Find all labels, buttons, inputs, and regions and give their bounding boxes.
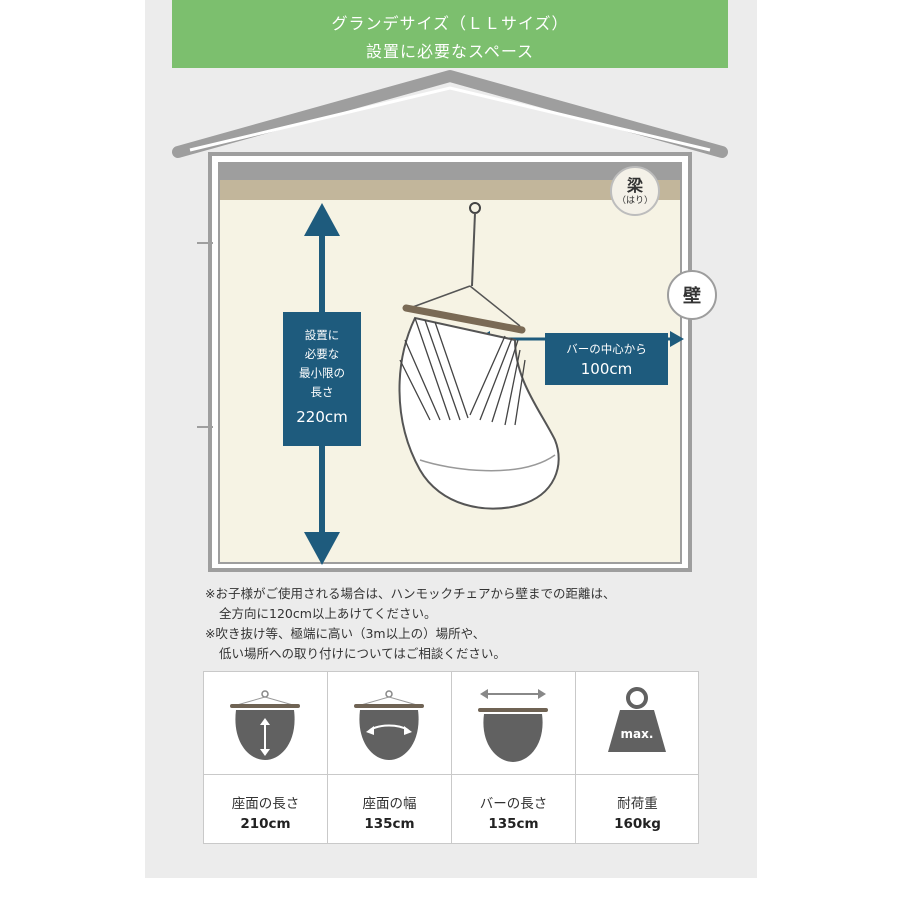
height-label-box: 設置に 必要な 最小限の 長さ 220cm xyxy=(283,312,361,446)
header-title: グランデサイズ（ＬＬサイズ） xyxy=(331,14,569,33)
spec-label: 座面の長さ xyxy=(231,796,300,812)
spec-value: 160kg xyxy=(614,816,661,832)
height-value: 220cm xyxy=(296,408,348,426)
seat-length-icon xyxy=(230,690,300,760)
spec-cell-seat-width: 座面の幅 135cm xyxy=(328,672,452,843)
weight-icon-text: max. xyxy=(621,727,654,741)
note-1-line-2: 全方向に120cm以上あけてください。 xyxy=(219,606,437,621)
spec-value: 135cm xyxy=(488,816,539,832)
spec-label: 座面の幅 xyxy=(362,796,417,812)
wall-badge: 壁 xyxy=(667,270,717,320)
spec-cell-seat-length: 座面の長さ 210cm xyxy=(204,672,328,843)
beam-badge: 梁 （はり） xyxy=(610,166,660,216)
notes: ※お子様がご使用される場合は、ハンモックチェアから壁までの距離は、 全方向に12… xyxy=(205,584,725,664)
spec-cell-bar-length: バーの長さ 135cm xyxy=(452,672,576,843)
distance-label-text: バーの中心から xyxy=(566,342,647,356)
beam-label: 梁 xyxy=(626,176,643,195)
ceiling-beam xyxy=(220,180,680,200)
header-subtitle: 設置に必要なスペース xyxy=(365,42,535,61)
note-2-line-2: 低い場所への取り付けについてはご相談ください。 xyxy=(219,646,506,661)
spec-value: 135cm xyxy=(364,816,415,832)
height-label-text: 設置に 必要な 最小限の 長さ xyxy=(299,328,345,399)
spec-table: 座面の長さ 210cm 座面の幅 135cm xyxy=(203,671,699,844)
hammock-chair-illustration xyxy=(398,202,560,510)
weight-max-icon: max. xyxy=(608,687,666,752)
spec-value: 210cm xyxy=(240,816,291,832)
distance-label-box: バーの中心から 100cm xyxy=(545,333,668,385)
note-2-line-1: ※吹き抜け等、極端に高い（3m以上の）場所や、 xyxy=(205,626,486,641)
spec-label: 耐荷重 xyxy=(617,796,658,812)
spec-label: バーの長さ xyxy=(479,796,548,812)
spec-cell-max-load: max. 耐荷重 160kg xyxy=(576,672,699,843)
bar-length-icon xyxy=(478,689,548,762)
note-1-line-1: ※お子様がご使用される場合は、ハンモックチェアから壁までの距離は、 xyxy=(205,586,616,601)
beam-reading: （はり） xyxy=(616,196,653,206)
header-banner: グランデサイズ（ＬＬサイズ） 設置に必要なスペース xyxy=(172,0,728,68)
wall-label: 壁 xyxy=(683,286,701,307)
seat-width-icon xyxy=(354,690,424,760)
distance-value: 100cm xyxy=(580,360,633,378)
